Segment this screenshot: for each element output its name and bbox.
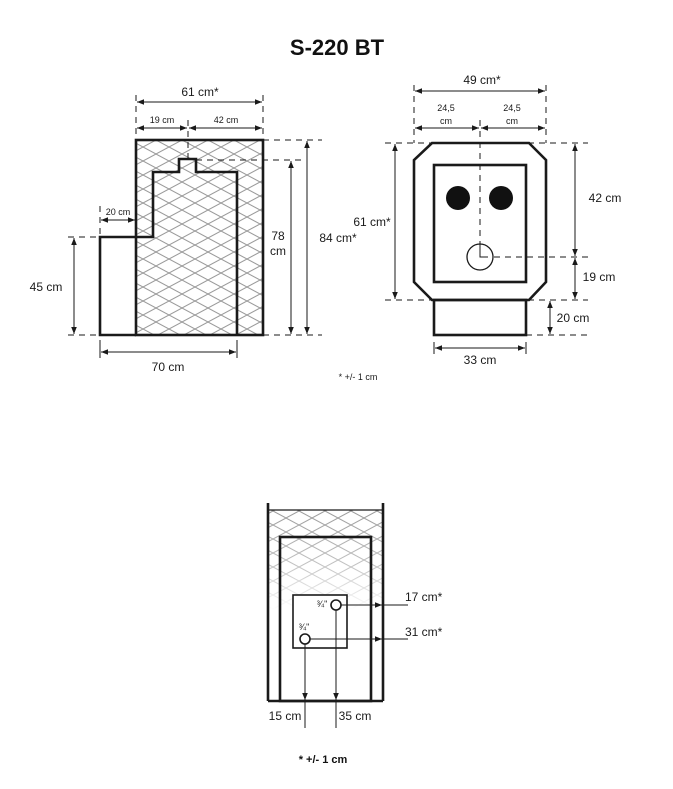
dim-step-height: 45 cm bbox=[30, 280, 63, 294]
dim-pipe-lower-offset: 15 cm bbox=[269, 709, 302, 723]
dim-lower-height: 19 cm bbox=[583, 270, 616, 284]
base-outline bbox=[432, 298, 528, 337]
dim-pipe-upper-height: 17 cm* bbox=[405, 590, 443, 604]
tolerance-note: * +/- 1 cm bbox=[339, 372, 378, 382]
dim-step-width: 20 cm bbox=[106, 207, 131, 217]
dim-upper-height: 42 cm bbox=[589, 191, 622, 205]
pipe-upper-size: ¾" bbox=[317, 599, 328, 609]
dim-width-total: 61 cm* bbox=[181, 85, 219, 99]
side-view: 61 cm* 19 cm 42 cm 20 cm 45 cm 70 cm 78 … bbox=[30, 85, 357, 374]
dim-half-right: 24,5 bbox=[503, 103, 521, 113]
dim-front-width: 49 cm* bbox=[463, 73, 501, 87]
clock-hands bbox=[479, 247, 488, 258]
dim-height-total: 84 cm* bbox=[319, 231, 357, 245]
control-knob-icon bbox=[489, 186, 513, 210]
dim-width-front: 19 cm bbox=[150, 115, 175, 125]
dim-depth: 70 cm bbox=[152, 360, 185, 374]
pipe-lower-size: ¾" bbox=[299, 622, 310, 632]
dim-width-rear: 42 cm bbox=[214, 115, 239, 125]
dim-pipe-upper-offset: 35 cm bbox=[339, 709, 372, 723]
insulation-hatch bbox=[136, 140, 263, 335]
front-step-outline bbox=[98, 235, 136, 337]
dim-height-inner-unit: cm bbox=[270, 244, 286, 258]
dim-base-height: 20 cm bbox=[557, 311, 590, 325]
footer-note: * +/- 1 cm bbox=[299, 754, 348, 766]
insulation-hatch bbox=[268, 510, 383, 610]
dim-half-left: 24,5 bbox=[437, 103, 455, 113]
page-title: S-220 BT bbox=[290, 35, 385, 60]
dim-pipe-lower-height: 31 cm* bbox=[405, 625, 443, 639]
dim-body-height: 61 cm* bbox=[353, 215, 391, 229]
dim-height-inner: 78 bbox=[271, 229, 285, 243]
firebox-outline bbox=[136, 157, 239, 335]
dim-half-right-unit: cm bbox=[506, 116, 518, 126]
rear-view: ¾" ¾" 17 cm* 31 cm* 15 cm 35 cm bbox=[266, 503, 443, 728]
dim-half-left-unit: cm bbox=[440, 116, 452, 126]
front-view: 49 cm* 24,5 cm 24,5 cm 61 cm* 42 cm 19 c… bbox=[339, 73, 622, 382]
rear-panel-outline bbox=[278, 535, 373, 703]
control-knob-icon bbox=[446, 186, 470, 210]
dim-base-width: 33 cm bbox=[464, 353, 497, 367]
